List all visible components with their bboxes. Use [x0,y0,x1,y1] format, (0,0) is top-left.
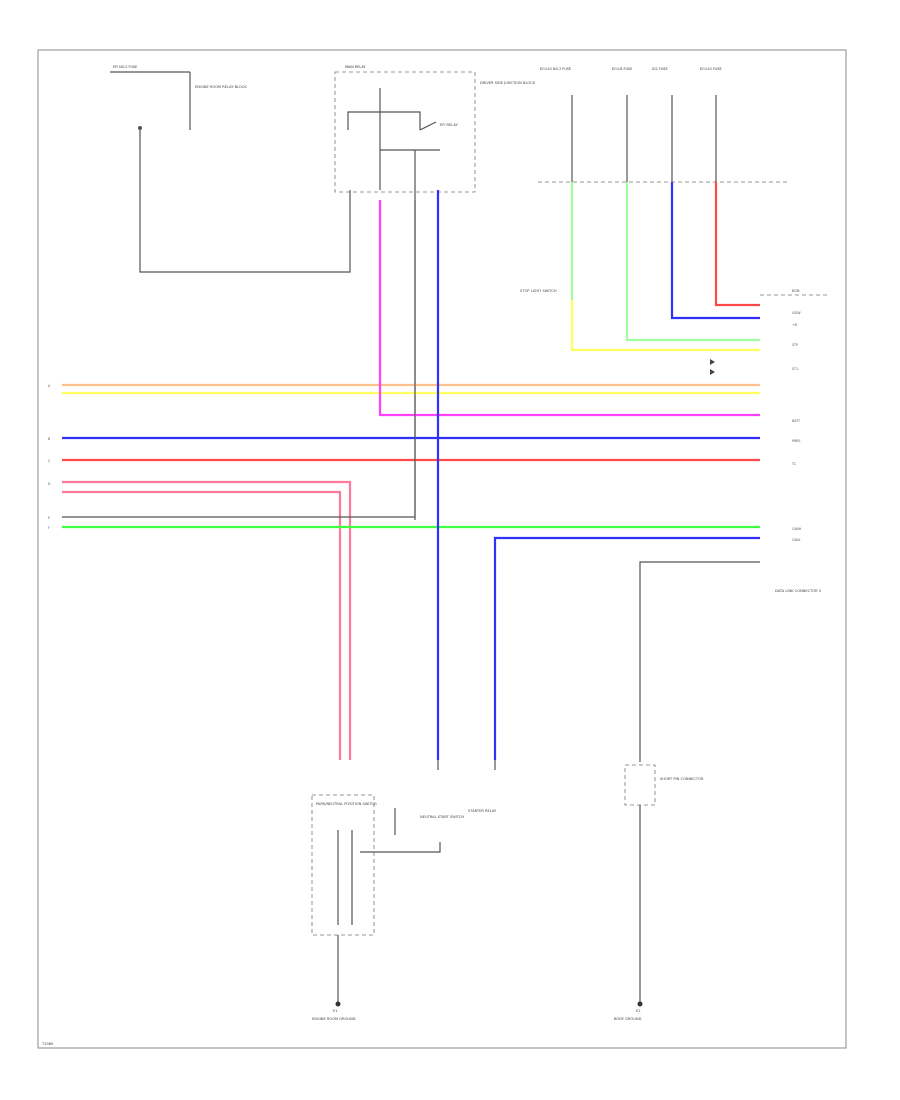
pin-tc: TC [791,462,797,466]
pin-canl: CANL [792,538,801,542]
diagram-frame [37,49,847,1049]
label-pnp-switch: PARK/NEUTRAL POSITION SWITCH [316,802,377,806]
bottom-right-block: SHORT PIN CONNECTOR BODY GROUND E2 [437,760,704,1021]
fuse-label-ecu-ig2: ECU-IG NO.2 FUSE [540,67,571,71]
label-short-pin: SHORT PIN CONNECTOR [660,777,704,781]
note-driver-jb: DRIVER SIDE JUNCTION BLOCK [480,81,536,85]
ground-e2: E2 [636,1009,641,1013]
pin-st1: ST1- [792,367,799,371]
bottom-switch-block: PARK/NEUTRAL POSITION SWITCH NEUTRAL STA… [311,794,497,1021]
label-engine-ground: ENGINE ROOM GROUND [312,1017,356,1021]
wire-blue-can [493,536,760,760]
pin-stp: STP [792,343,798,347]
label-starter-relay: STARTER RELAY [468,809,497,813]
relay-label: EFI RELAY [440,123,459,127]
pin-batt: BATT [792,419,800,423]
ecm-header: ECM [792,289,800,293]
wire-gray-ts [639,561,760,762]
left-stub-2: B [48,437,50,441]
left-stub-6: F [48,526,50,530]
ecm-connector: ECM IGSW +B STP ST1- BATT MREL TC CANH C… [760,289,830,593]
stop-light-switch-label: STOP LIGHT SWITCH [520,289,557,293]
pin-b: +B [792,323,797,327]
wire-magenta [378,200,760,417]
top-right-fuses: ECU-IG NO.2 FUSE ECU-B FUSE IG2 FUSE ECU… [538,67,790,183]
horizontal-wires [62,200,760,762]
fuse-label-efi: EFI NO.2 FUSE [113,65,137,69]
relay-block-header: MAIN RELAY [345,65,366,69]
left-stub-3: C [48,459,51,463]
pin-igsw: IGSW [792,311,801,315]
pin-mrel: MREL [792,439,801,443]
page-code: T2080 [41,1042,54,1046]
wire-dark-loop [62,200,416,518]
fuse-label-ig2: IG2 FUSE [652,67,668,71]
left-stub-labels: A B C D E F [48,384,51,530]
top-left-fuse-block: EFI NO.2 FUSE ENGINE ROOM RELAY BLOCK [110,65,351,273]
relay-block: MAIN RELAY DRIVER SIDE JUNCTION BLOCK EF… [334,65,536,520]
ground-e1: E1 [333,1009,338,1013]
fuse-label-ecu-b: ECU-B FUSE [612,67,632,71]
wire-pink-a [62,480,352,760]
fuse-label-ecu-ig: ECU-IG FUSE [700,67,722,71]
pin-canh: CANH [792,527,802,531]
left-stub-5: E [48,516,50,520]
left-stub-1: A [48,384,51,388]
left-stub-4: D [48,482,51,486]
note-engine-room-relay: ENGINE ROOM RELAY BLOCK [195,85,247,89]
label-neutral-start: NEUTRAL START SWITCH [420,815,464,819]
arrow-markers [710,359,715,375]
wire-pink-b [62,490,342,760]
vertical-wires: STOP LIGHT SWITCH [436,182,760,760]
note-dlc3: DATA LINK CONNECTOR 3 [775,589,821,593]
label-body-ground: BODY GROUND [614,1017,642,1021]
